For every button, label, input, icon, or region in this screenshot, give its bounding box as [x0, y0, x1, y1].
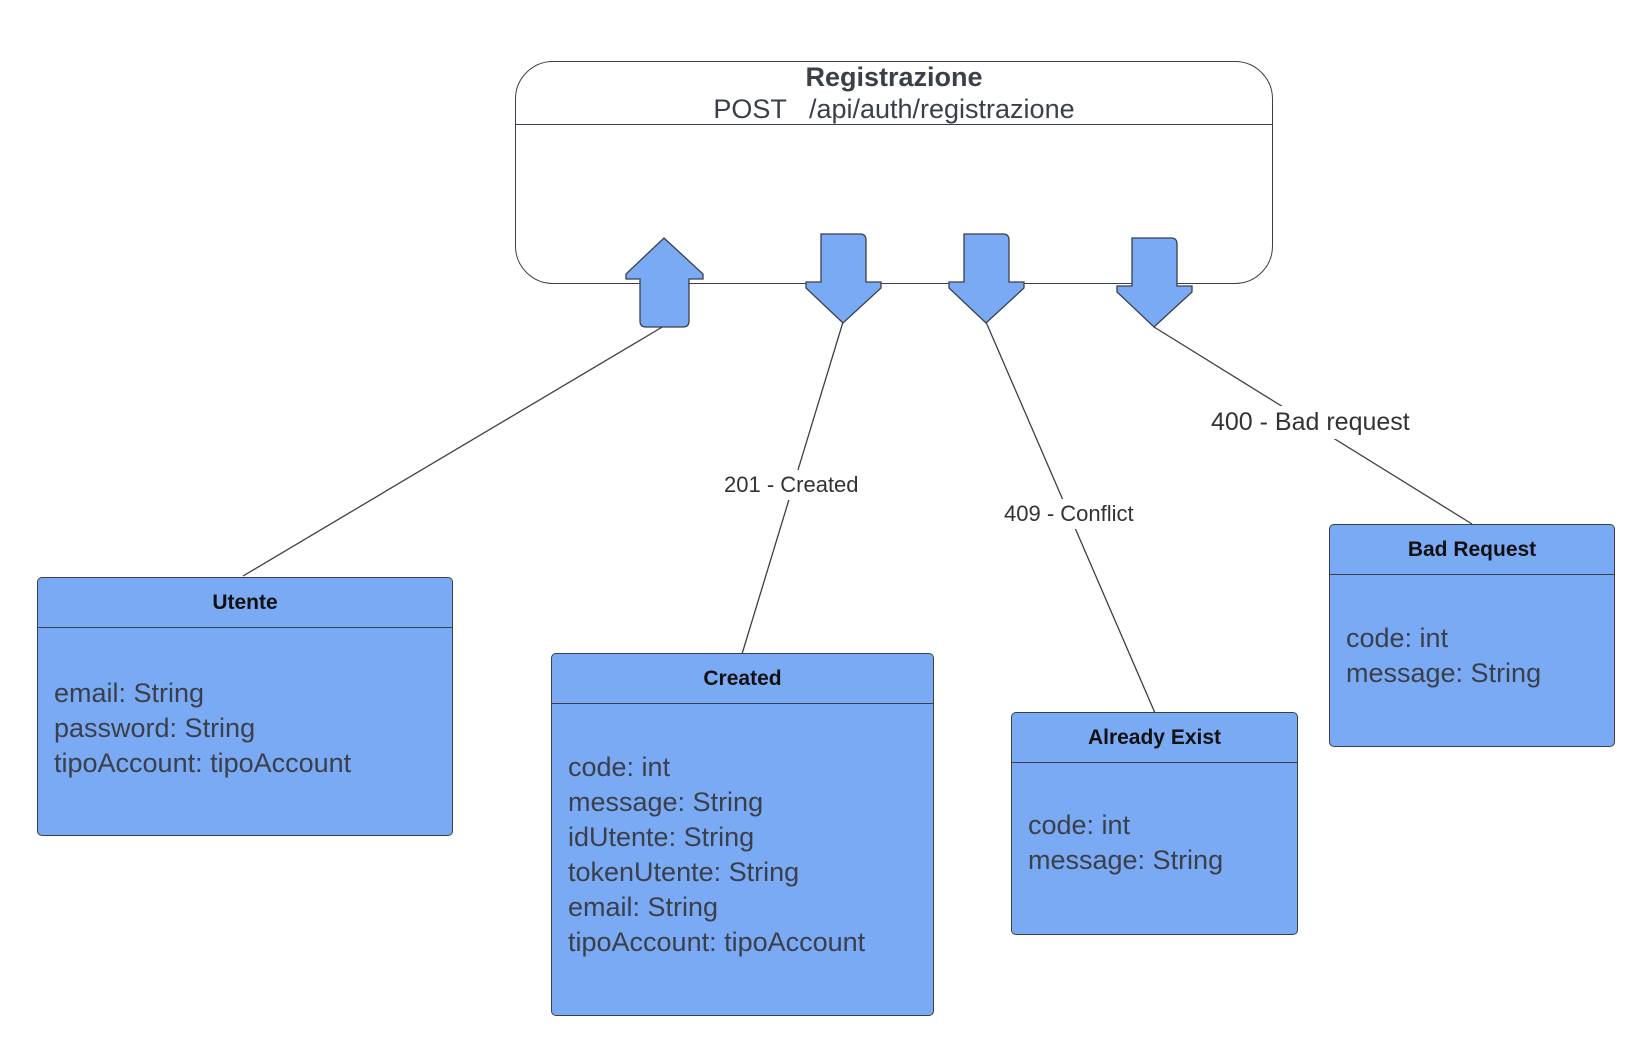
endpoint-path: /api/auth/registrazione [808, 94, 1075, 124]
bad-request-attributes: code: int message: String [1330, 575, 1614, 691]
utente-class-name: Utente [38, 578, 452, 628]
bad-request-down-arrow [1116, 237, 1193, 328]
already-exist-class: Already Exist code: int message: String [1011, 712, 1298, 935]
conflict-link-label: 409 - Conflict [1000, 499, 1138, 529]
created-attribute: tokenUtente: String [568, 857, 800, 887]
created-attribute: email: String [568, 892, 719, 922]
utente-attribute: password: String [54, 713, 256, 743]
created-attribute: code: int [568, 752, 671, 782]
endpoint-method: POST [713, 94, 787, 124]
utente-class: Utente email: String password: String ti… [37, 577, 453, 836]
created-link-label: 201 - Created [720, 470, 863, 500]
created-attribute: idUtente: String [568, 822, 755, 852]
endpoint-divider [516, 124, 1272, 125]
already-exist-attribute: message: String [1028, 845, 1224, 875]
created-class: Created code: int message: String idUten… [551, 653, 934, 1016]
bad-request-class: Bad Request code: int message: String [1329, 524, 1615, 747]
created-attribute: tipoAccount: tipoAccount [568, 927, 866, 957]
endpoint-box: Registrazione POST /api/auth/registrazio… [515, 61, 1273, 284]
bad-request-link-label: 400 - Bad request [1207, 406, 1414, 439]
created-down-arrow [805, 233, 882, 324]
created-class-name: Created [552, 654, 933, 704]
utente-attribute: email: String [54, 678, 205, 708]
conflict-down-arrow [948, 233, 1025, 324]
endpoint-route: POST /api/auth/registrazione [516, 94, 1272, 124]
utente-attributes: email: String password: String tipoAccou… [38, 628, 452, 781]
utente-connector [242, 325, 665, 577]
bad-request-attribute: message: String [1346, 658, 1542, 688]
created-attribute: message: String [568, 787, 764, 817]
created-attributes: code: int message: String idUtente: Stri… [552, 704, 933, 960]
request-up-arrow [625, 237, 704, 328]
bad-request-attribute: code: int [1346, 623, 1449, 653]
already-exist-class-name: Already Exist [1012, 713, 1297, 763]
bad-request-class-name: Bad Request [1330, 525, 1614, 575]
endpoint-title: Registrazione [805, 62, 983, 92]
already-exist-attributes: code: int message: String [1012, 763, 1297, 878]
already-exist-attribute: code: int [1028, 810, 1131, 840]
utente-attribute: tipoAccount: tipoAccount [54, 748, 352, 778]
